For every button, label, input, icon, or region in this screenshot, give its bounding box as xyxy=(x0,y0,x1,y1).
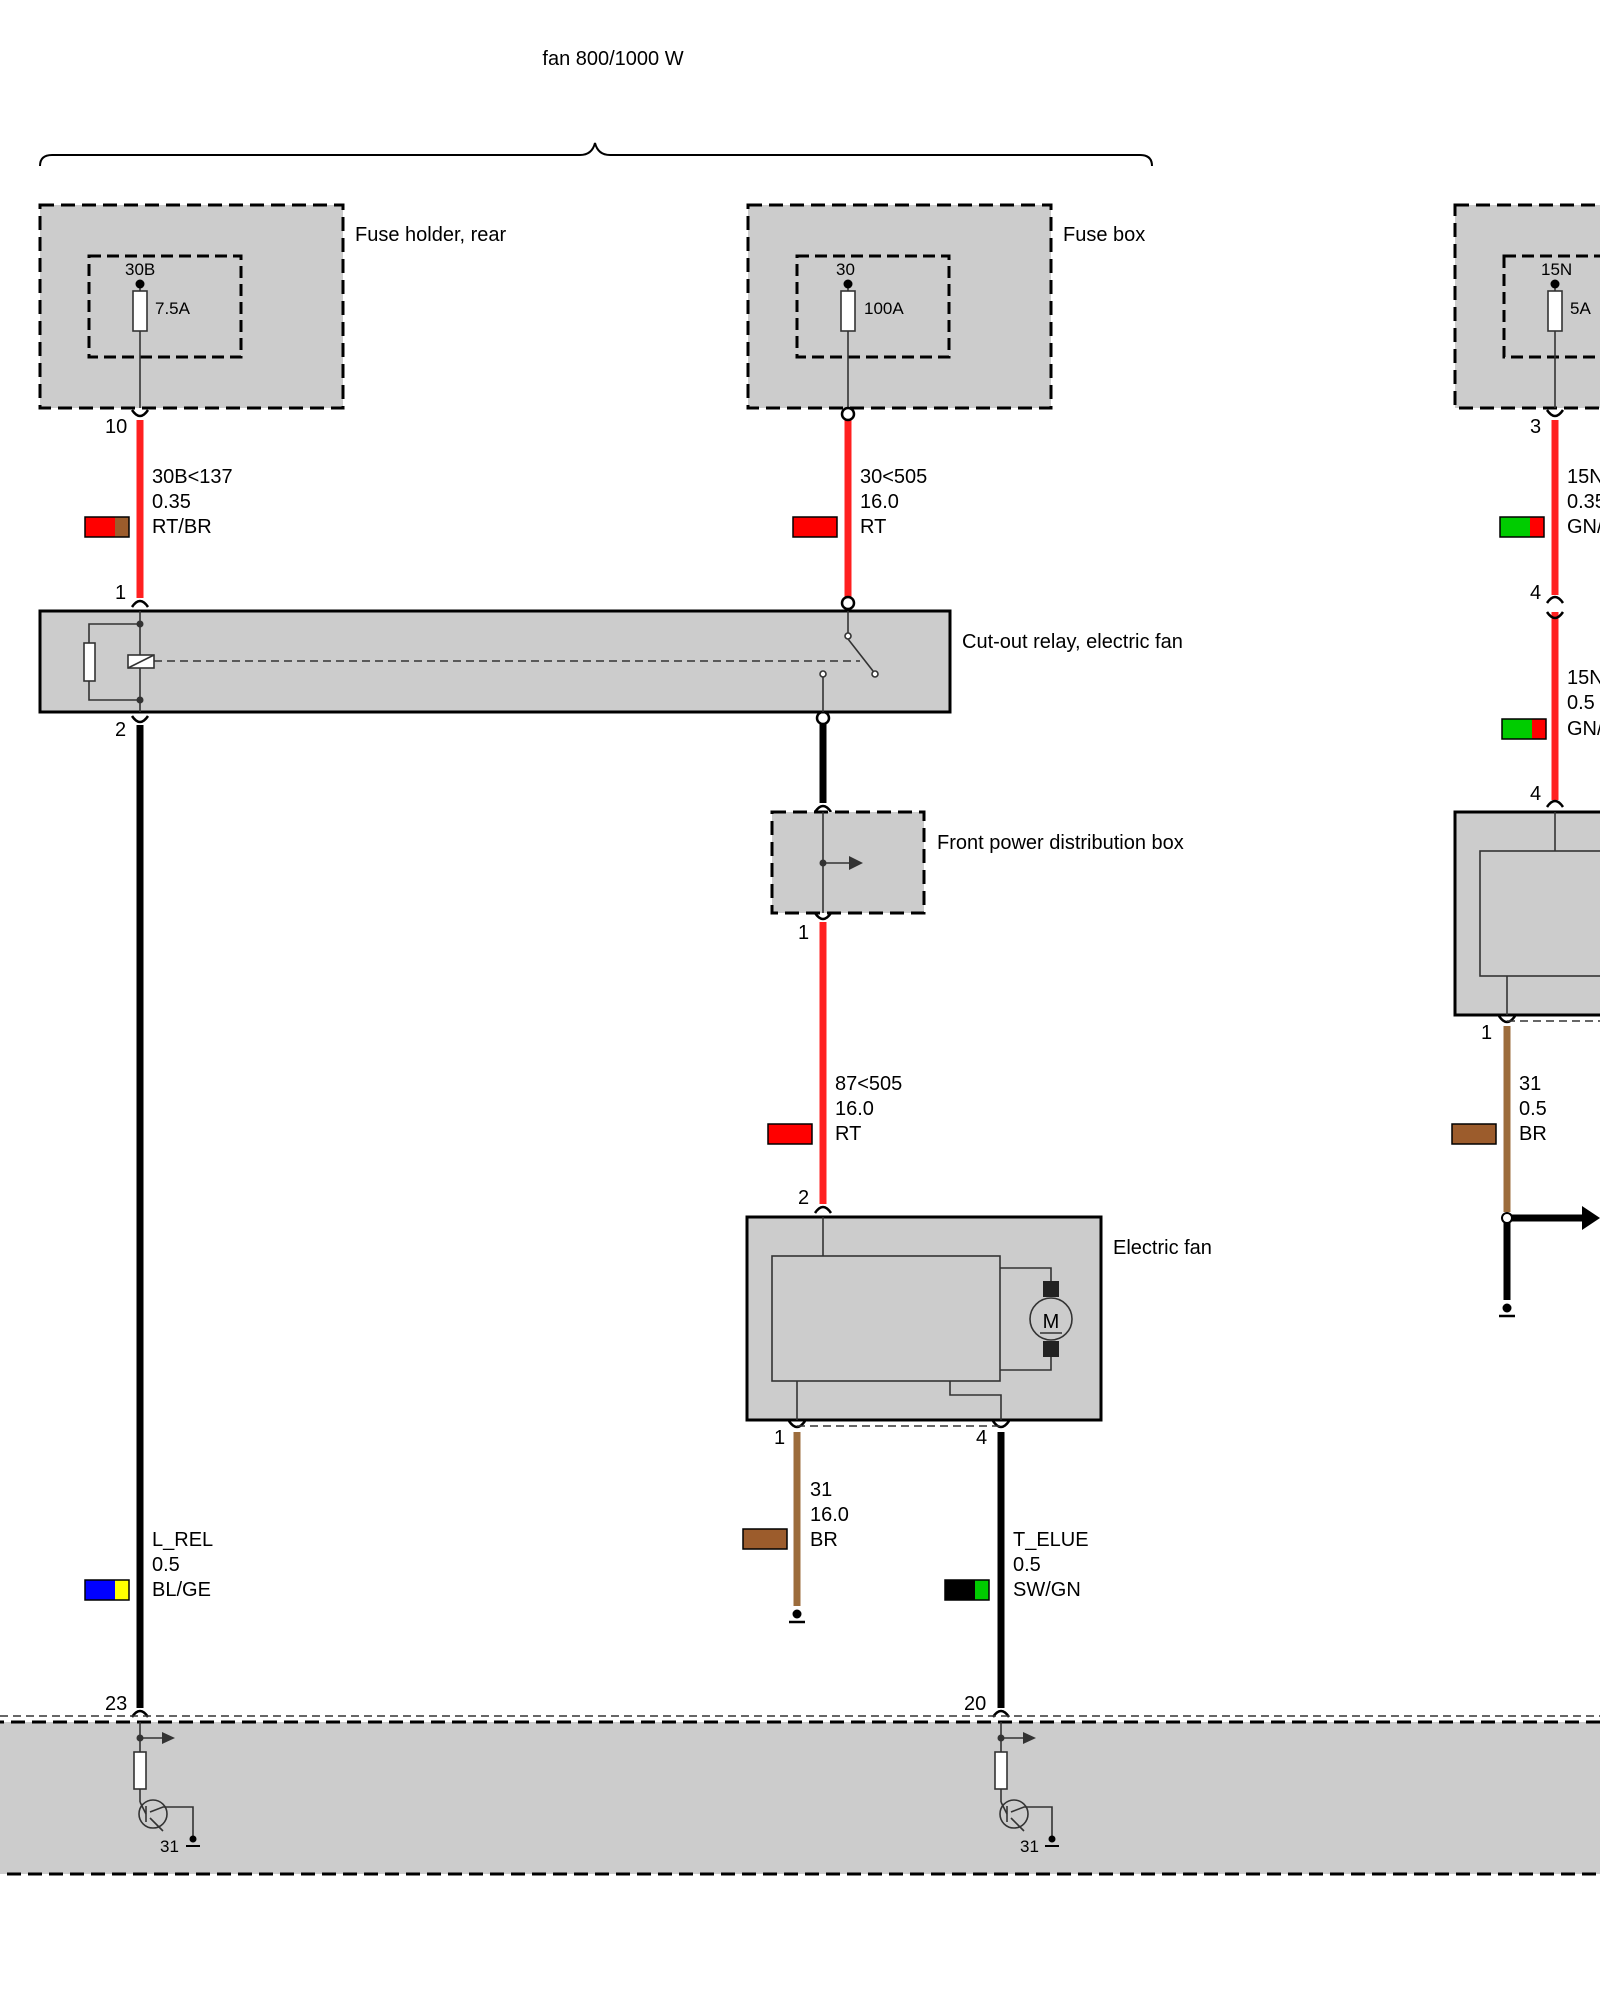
wire-color-swatch xyxy=(944,1579,990,1601)
wire-gauge: 0.5 xyxy=(1567,692,1595,714)
relay-pin-out: 2 xyxy=(115,719,126,741)
wire-color-swatch xyxy=(84,516,130,538)
transistor-icon xyxy=(999,1799,1029,1829)
wire-color: BR xyxy=(1519,1123,1547,1145)
cut-out-relay: Cut-out relay, electric fan 1 2 xyxy=(38,582,1183,741)
electric-fan: M Electric fan 2 1 4 xyxy=(745,1187,1212,1449)
wire-color-swatch xyxy=(1451,1123,1497,1145)
wire-color: GN/ xyxy=(1567,718,1600,740)
fuse-box: 30 100A Fuse box xyxy=(746,203,1145,410)
pdb-pin-out: 1 xyxy=(798,922,809,944)
wire-gauge: 0.5 xyxy=(1519,1098,1547,1120)
right-pin-in-b: 4 xyxy=(1530,783,1541,805)
wire-signal: 87<505 xyxy=(835,1073,902,1095)
ground-icons xyxy=(789,1303,1515,1624)
wire-color: RT xyxy=(835,1123,861,1145)
wire-color: SW/GN xyxy=(1013,1579,1081,1601)
wire-label-15n-a: 15N 0.35 GN/ xyxy=(1567,466,1600,538)
wire-gauge: 16.0 xyxy=(810,1504,849,1526)
wire-signal: 31 xyxy=(1519,1073,1541,1095)
ecu-ground-b: 31 xyxy=(1020,1837,1039,1856)
pdb-label: Front power distribution box xyxy=(937,832,1184,854)
wire-signal: 31 xyxy=(810,1479,832,1501)
wire-gauge: 0.5 xyxy=(1013,1554,1041,1576)
arrow-right-icon xyxy=(1582,1206,1600,1230)
wire-label-31-right: 31 0.5 BR xyxy=(1519,1073,1547,1145)
fuse-rear-rating: 7.5A xyxy=(155,299,191,318)
diagram-title: fan 800/1000 W xyxy=(542,48,683,70)
fuse-holder-rear: 30B 7.5A Fuse holder, rear 10 xyxy=(38,203,507,438)
ecu-pin-a: 23 xyxy=(105,1693,127,1715)
wire-label-15n-b: 15N 0.5 GN/ xyxy=(1567,667,1600,740)
wire-signal: L_REL xyxy=(152,1529,213,1551)
wire-signal: 30<505 xyxy=(860,466,927,488)
fuse-right: 15N 5A 3 xyxy=(1453,203,1600,438)
fuse-box-rating: 100A xyxy=(864,299,904,318)
wire-label-30-505: 30<505 16.0 RT xyxy=(860,466,927,538)
wire-label-t-elue: T_ELUE 0.5 SW/GN xyxy=(1013,1529,1089,1601)
right-pin-in-a: 4 xyxy=(1530,582,1541,604)
wire-label-87-505: 87<505 16.0 RT xyxy=(835,1073,902,1145)
wire-color: RT/BR xyxy=(152,516,212,538)
wire-gauge: 0.35 xyxy=(152,491,191,513)
fan-label: Electric fan xyxy=(1113,1237,1212,1259)
right-module: 4 4 1 xyxy=(1453,582,1600,1044)
fan-pin-gnd: 1 xyxy=(774,1427,785,1449)
wire-gauge: 16.0 xyxy=(835,1098,874,1120)
fuse-rear-label: Fuse holder, rear xyxy=(355,224,507,246)
wire-color: RT xyxy=(860,516,886,538)
fuse-rear-pin: 10 xyxy=(105,416,127,438)
wire-label-30b: 30B<137 0.35 RT/BR xyxy=(152,466,233,538)
wire-color: GN/ xyxy=(1567,516,1600,538)
junction-node xyxy=(1501,1212,1513,1224)
wire-signal: T_ELUE xyxy=(1013,1529,1089,1551)
wire-color-swatch xyxy=(792,516,838,538)
wire-color-swatch xyxy=(742,1528,788,1550)
control-unit: 31 23 31 20 xyxy=(0,1693,1600,1876)
motor-symbol: M xyxy=(1043,1311,1060,1333)
fan-pin-sig: 4 xyxy=(976,1427,987,1449)
fuse-box-label: Fuse box xyxy=(1063,224,1145,246)
right-pin-out: 1 xyxy=(1481,1022,1492,1044)
wire-color: BL/GE xyxy=(152,1579,211,1601)
fuse-right-pin: 3 xyxy=(1530,416,1541,438)
wire-label-31-fan: 31 16.0 BR xyxy=(810,1479,849,1551)
wire-signal: 15N xyxy=(1567,466,1600,488)
wire-signal: 15N xyxy=(1567,667,1600,689)
transistor-icon xyxy=(138,1799,168,1829)
wire-color-swatch xyxy=(84,1579,130,1601)
ecu-ground-a: 31 xyxy=(160,1837,179,1856)
wire-gauge: 0.5 xyxy=(152,1554,180,1576)
wire-color: BR xyxy=(810,1529,838,1551)
fuse-box-terminal: 30 xyxy=(836,260,855,279)
relay-label: Cut-out relay, electric fan xyxy=(962,631,1183,653)
motor-icon xyxy=(1029,1297,1073,1341)
wire-color-swatch xyxy=(1499,516,1545,538)
wire-color-swatch xyxy=(767,1123,813,1145)
relay-pin-in: 1 xyxy=(115,582,126,604)
fuse-right-terminal: 15N xyxy=(1541,260,1572,279)
wire-color-swatch xyxy=(1501,718,1547,740)
ecu-pin-b: 20 xyxy=(964,1693,986,1715)
fuse-right-rating: 5A xyxy=(1570,299,1591,318)
fan-pin-in: 2 xyxy=(798,1187,809,1209)
wire-signal: 30B<137 xyxy=(152,466,233,488)
fuse-rear-terminal: 30B xyxy=(125,260,155,279)
wire-label-l-rel: L_REL 0.5 BL/GE xyxy=(152,1529,213,1601)
front-power-distribution-box: Front power distribution box 1 xyxy=(770,810,1184,944)
scope-brace xyxy=(39,142,1153,167)
wire-gauge: 16.0 xyxy=(860,491,899,513)
wire-gauge: 0.35 xyxy=(1567,491,1600,513)
